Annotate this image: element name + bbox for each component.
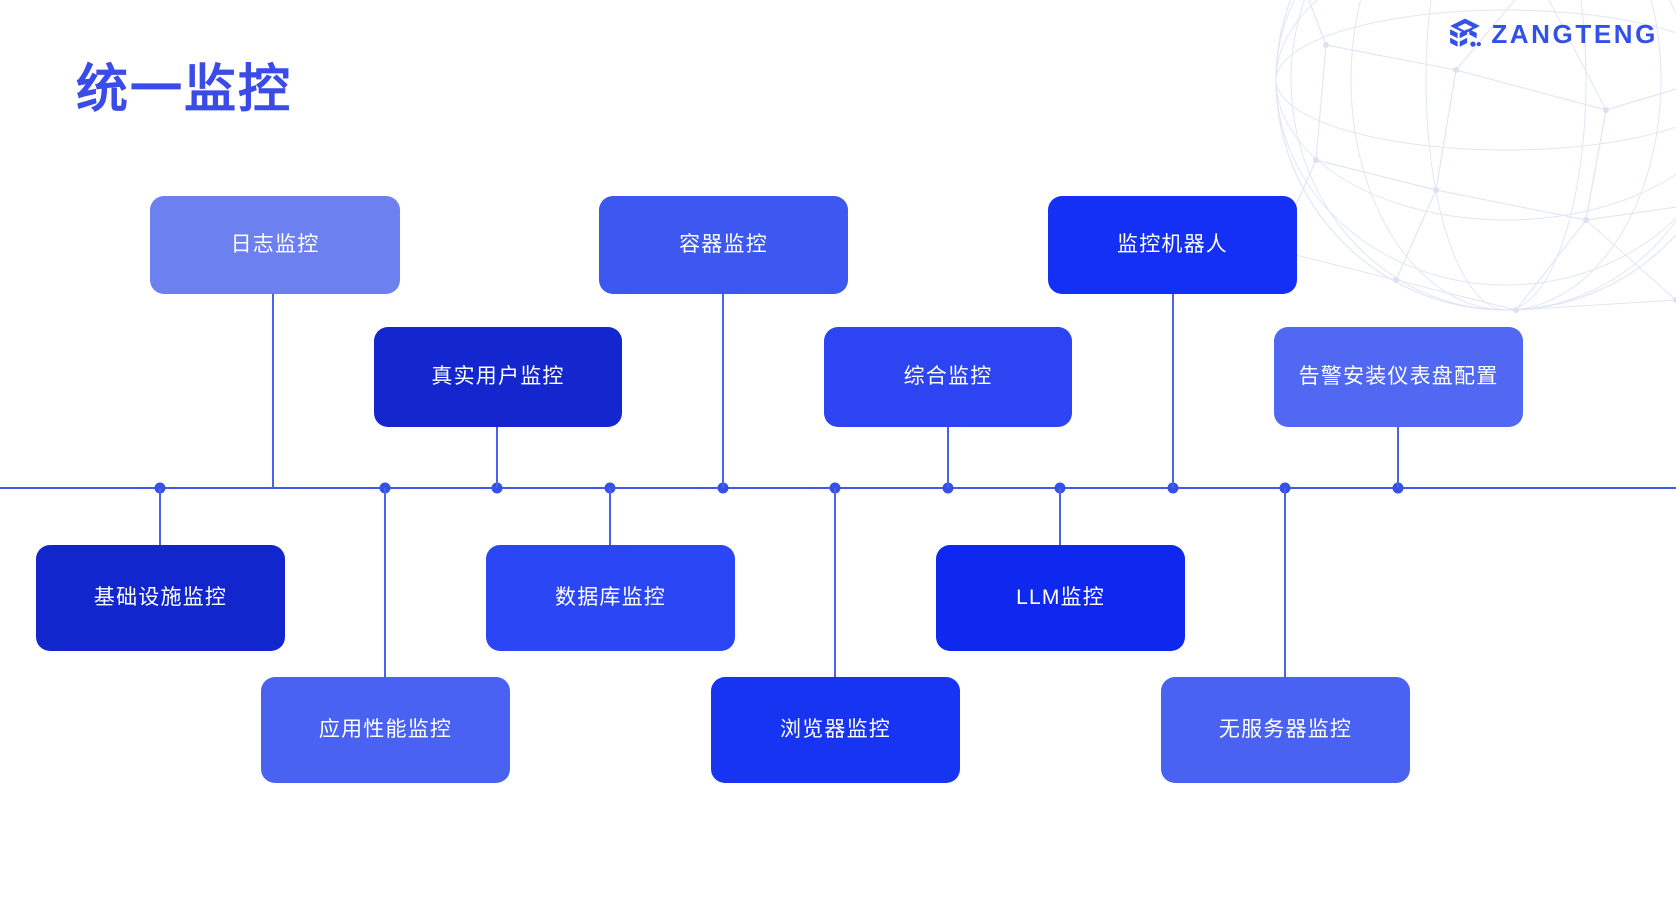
node-label: 真实用户监控 (431, 364, 565, 388)
connector-line-llm-monitoring (1059, 488, 1061, 545)
node-label: 无服务器监控 (1218, 717, 1353, 741)
cube-logo-icon (1450, 18, 1482, 47)
node-label: 应用性能监控 (318, 717, 453, 741)
connector-line-alert-dashboard-config (1397, 427, 1399, 488)
node-integrated-monitoring[interactable]: 综合监控 (824, 327, 1072, 427)
node-label: LLM监控 (1016, 585, 1105, 609)
connector-line-monitoring-robot (1172, 294, 1174, 488)
node-serverless-monitoring[interactable]: 无服务器监控 (1161, 677, 1410, 783)
node-label: 日志监控 (230, 232, 320, 256)
connector-line-database-monitoring (609, 488, 611, 545)
brand-name: ZANGTENG (1491, 19, 1658, 49)
node-application-performance-monitoring[interactable]: 应用性能监控 (261, 677, 510, 783)
node-label: 监控机器人 (1117, 232, 1228, 256)
node-label: 浏览器监控 (780, 717, 891, 741)
node-label: 容器监控 (679, 232, 768, 256)
node-label: 数据库监控 (555, 585, 666, 609)
brand-logo: ZANGTENG (1448, 17, 1658, 51)
page-title: 统一监控 (76, 61, 293, 119)
node-browser-monitoring[interactable]: 浏览器监控 (711, 677, 960, 783)
connector-line-serverless-monitoring (1284, 488, 1286, 677)
globe-network-mesh-icon (1273, 0, 1676, 313)
node-label: 基础设施监控 (93, 585, 228, 609)
node-real-user-monitoring[interactable]: 真实用户监控 (374, 327, 622, 427)
node-infrastructure-monitoring[interactable]: 基础设施监控 (36, 545, 285, 651)
timeline-dot (942, 482, 954, 494)
connector-line-real-user-monitoring (496, 427, 498, 488)
connector-line-integrated-monitoring (947, 427, 949, 488)
connector-line-infrastructure-monitoring (159, 488, 161, 545)
connector-line-container-monitoring (722, 294, 724, 488)
node-label: 告警安装仪表盘配置 (1298, 364, 1499, 388)
node-container-monitoring[interactable]: 容器监控 (599, 196, 848, 294)
node-alert-dashboard-config[interactable]: 告警安装仪表盘配置 (1274, 327, 1523, 427)
connector-line-log-monitoring (272, 294, 274, 488)
node-llm-monitoring[interactable]: LLM监控 (936, 545, 1185, 651)
timeline-dot (1167, 482, 1179, 494)
node-database-monitoring[interactable]: 数据库监控 (486, 545, 735, 651)
node-log-monitoring[interactable]: 日志监控 (150, 196, 400, 294)
connector-line-application-performance-monitoring (384, 488, 386, 677)
connector-line-browser-monitoring (834, 488, 836, 677)
timeline-dot (1392, 482, 1404, 494)
timeline-dot (717, 482, 729, 494)
timeline-dot (491, 482, 503, 494)
node-label: 综合监控 (903, 364, 993, 388)
node-monitoring-robot[interactable]: 监控机器人 (1048, 196, 1297, 294)
